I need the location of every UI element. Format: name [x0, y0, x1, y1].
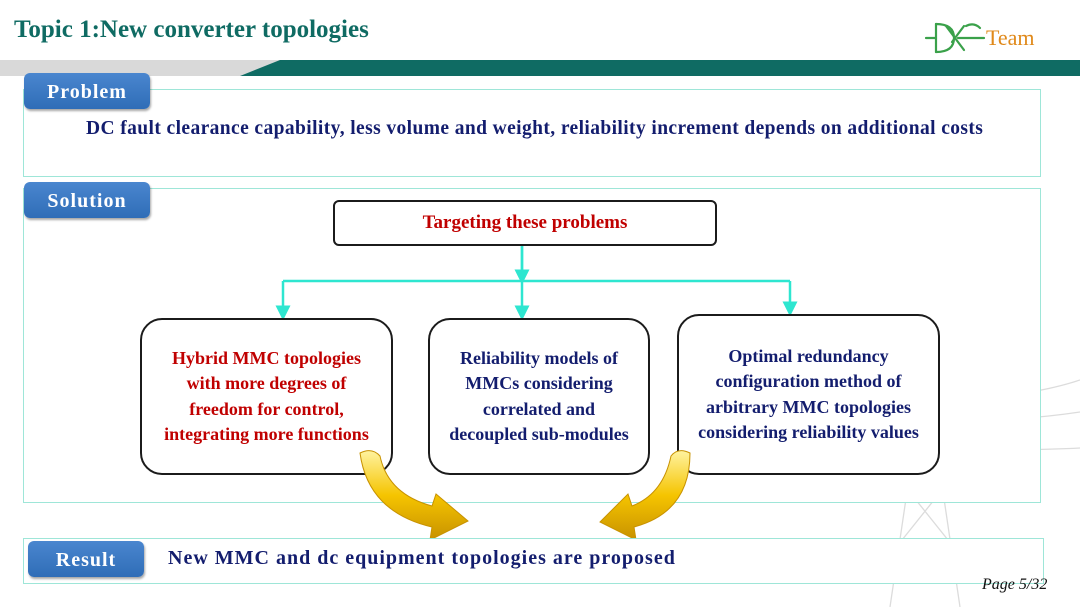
- result-label: Result: [28, 541, 144, 577]
- curved-arrow-icon: [600, 451, 690, 540]
- result-text: New MMC and dc equipment topologies are …: [168, 547, 676, 570]
- page-number: Page 5/32: [982, 576, 1047, 594]
- curved-arrow-icon: [360, 451, 468, 540]
